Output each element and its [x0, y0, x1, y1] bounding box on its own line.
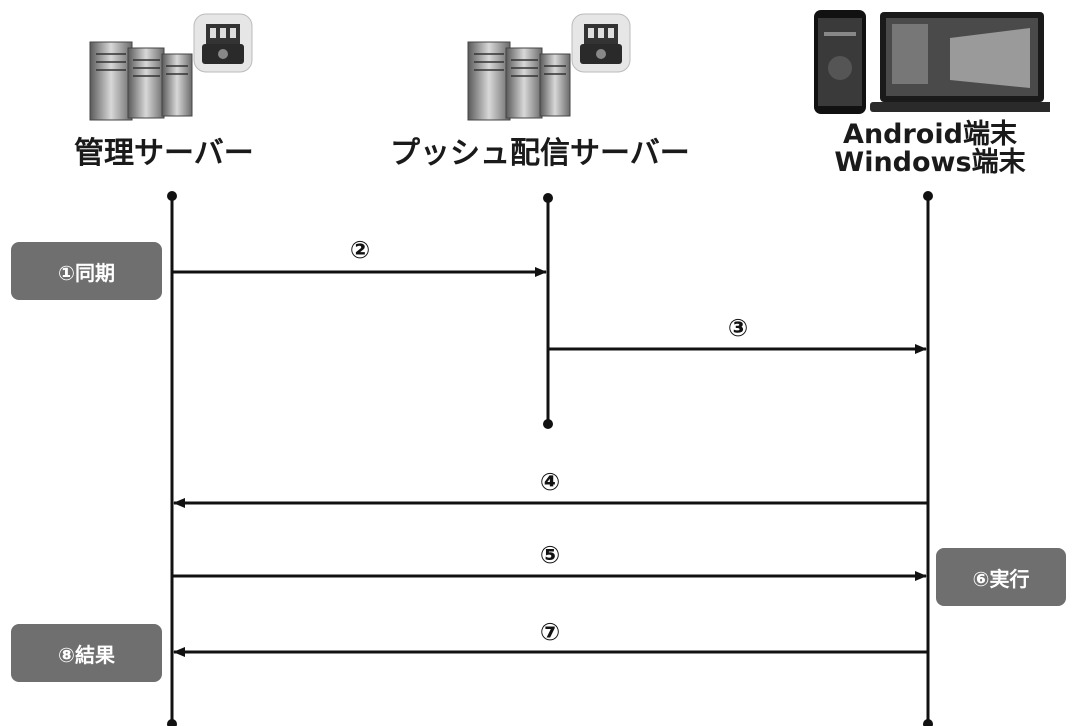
devices-title-line2: Windows端末	[834, 147, 1026, 179]
push-server-title: プッシュ配信サーバー	[390, 136, 690, 171]
management-server-icon	[88, 12, 258, 126]
management-server-lifeline-dot	[167, 191, 177, 201]
phone-and-laptop-icon	[810, 8, 1054, 122]
push-server-lifeline-end-dot	[543, 419, 553, 429]
devices-title: Android端末 Windows端末	[824, 119, 1036, 179]
step-7-label: ⑦	[540, 618, 560, 646]
step-2-label: ②	[350, 236, 370, 264]
sync-tag: ①同期	[11, 242, 162, 300]
result-tag: ⑧結果	[11, 624, 162, 682]
push-server-lifeline-dot	[543, 193, 553, 203]
management-server-lifeline-end-dot	[167, 719, 177, 726]
devices-lifeline-dot	[923, 191, 933, 201]
push-server-icon	[466, 12, 636, 126]
execute-tag: ⑥実行	[936, 548, 1066, 606]
step-5-label: ⑤	[540, 541, 560, 569]
devices-title-line1: Android端末	[843, 119, 1017, 150]
management-server-title: 管理サーバー	[74, 136, 254, 171]
step-3-label: ③	[728, 314, 748, 342]
step-4-label: ④	[540, 468, 560, 496]
devices-lifeline-end-dot	[923, 719, 933, 726]
